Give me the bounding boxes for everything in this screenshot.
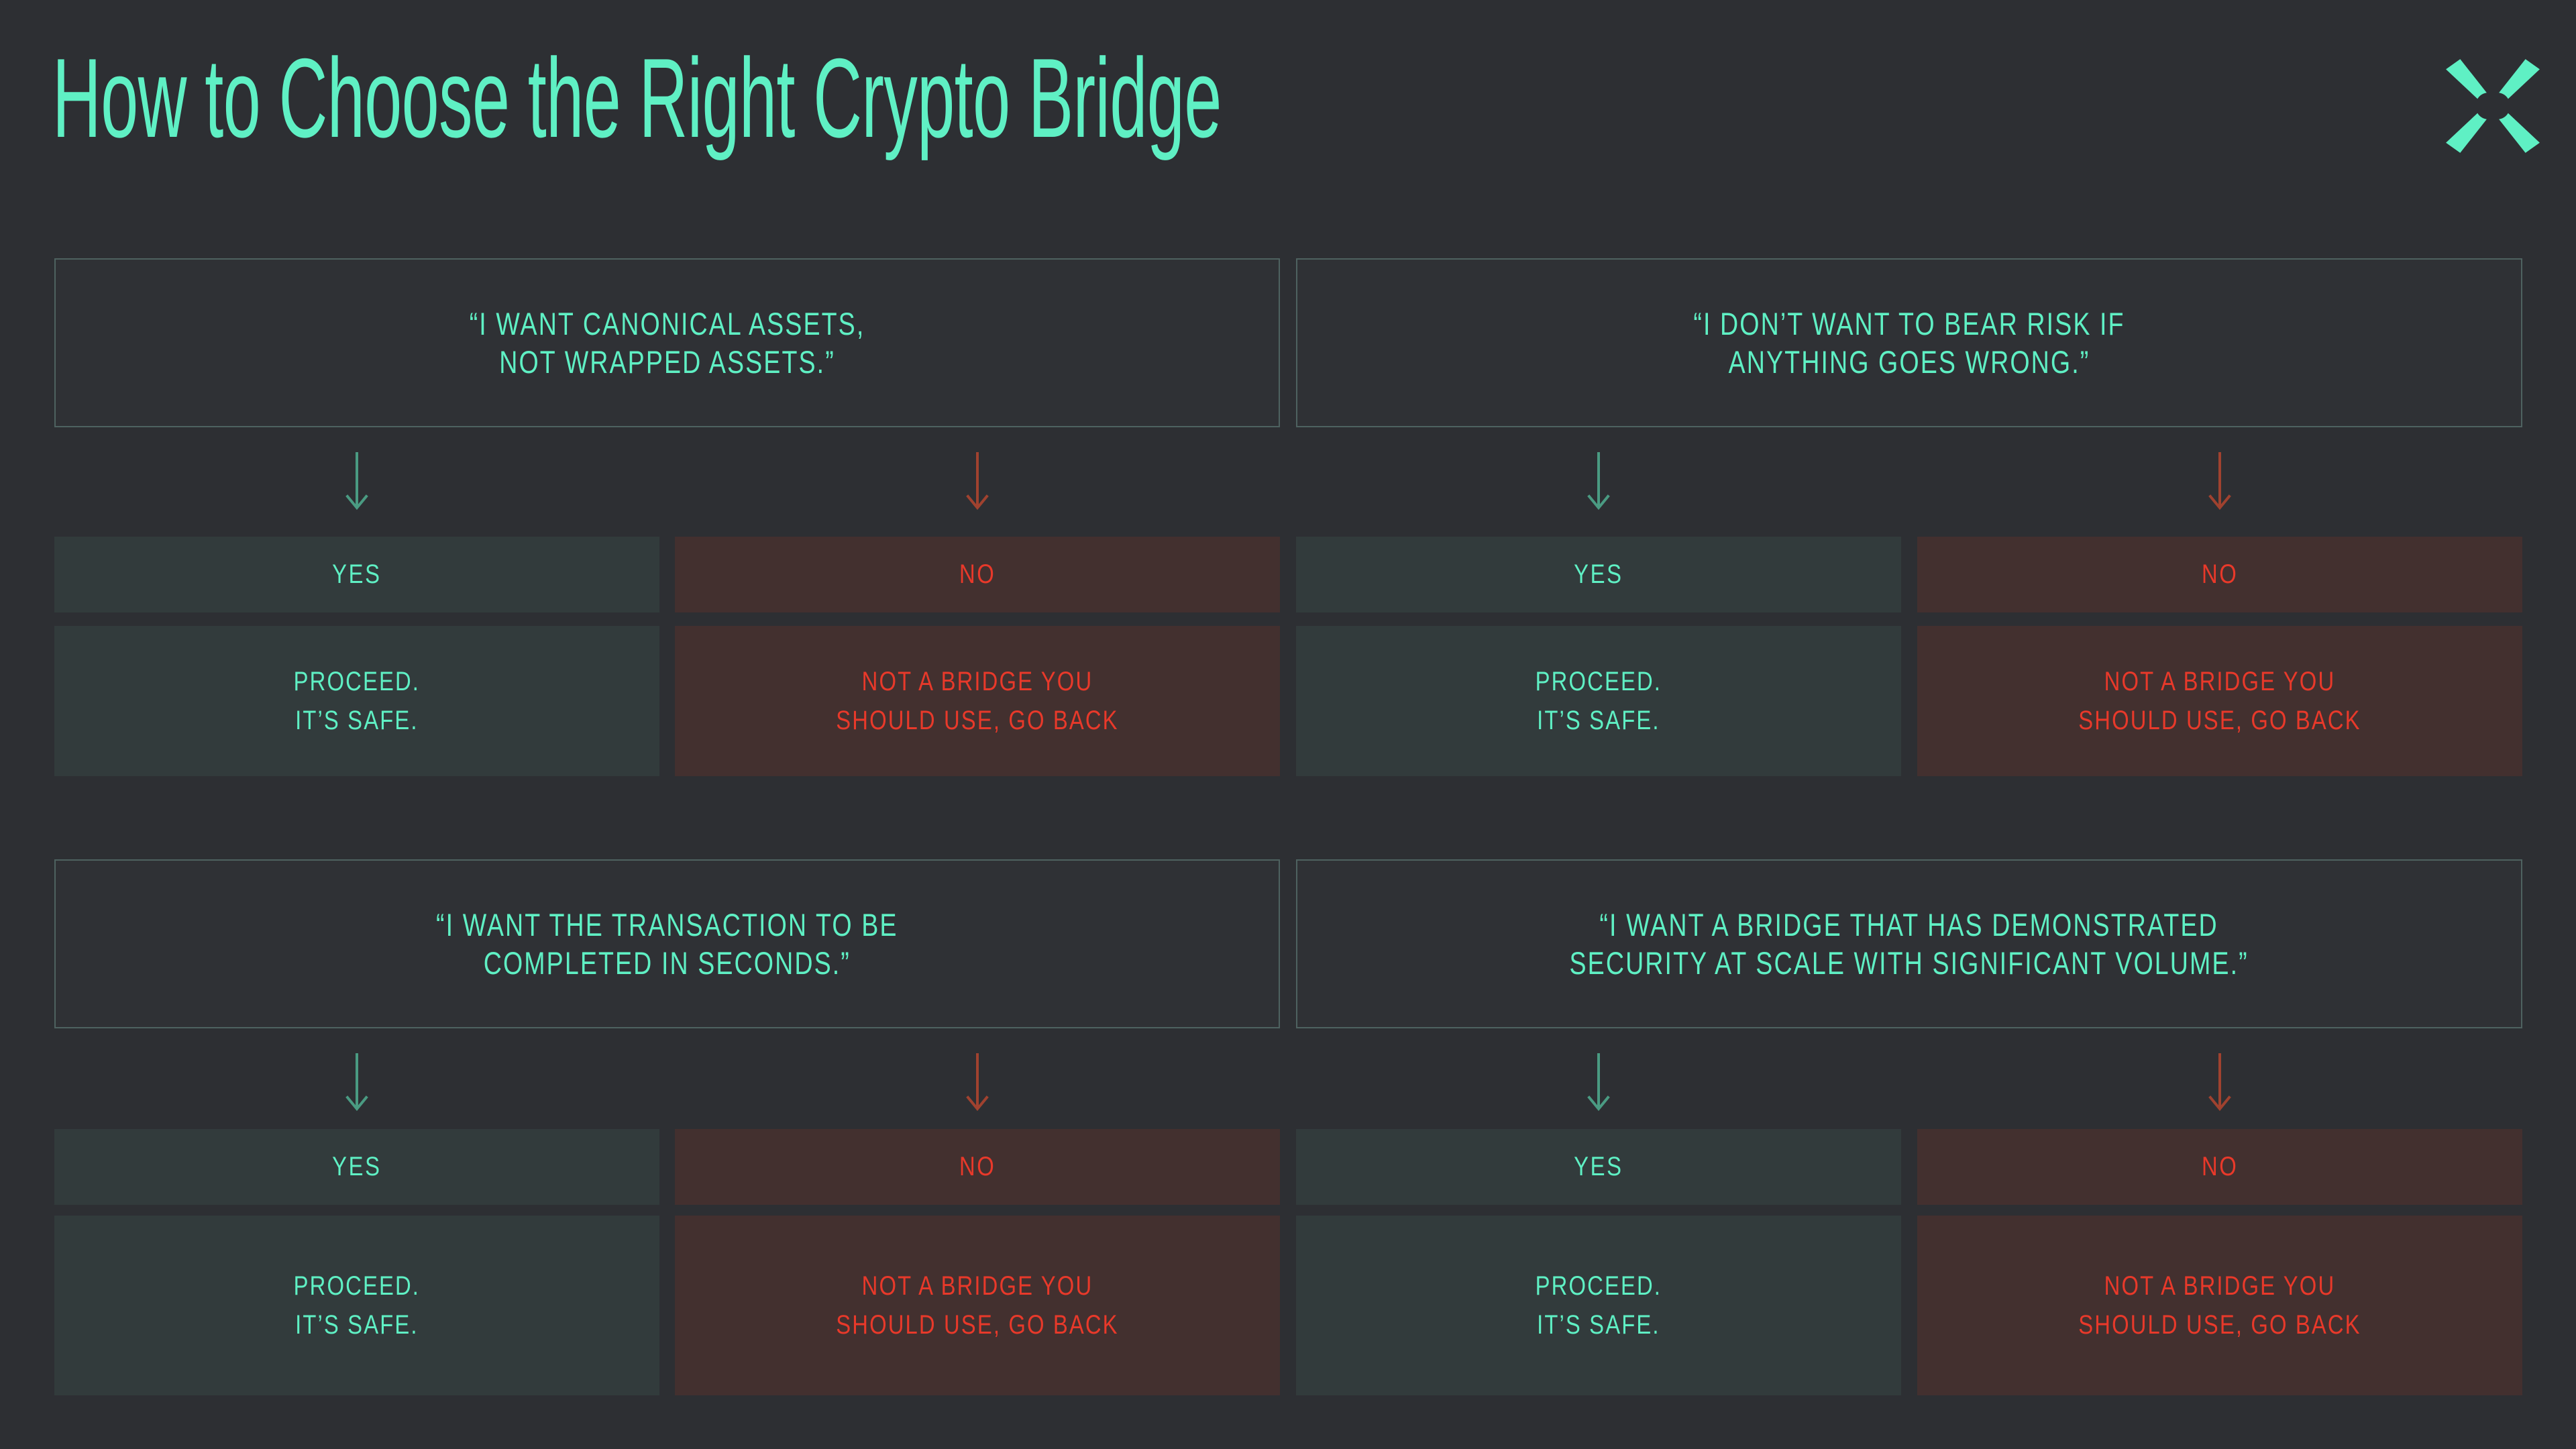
answer-label-text: YES	[1574, 1152, 1623, 1181]
question-card-seconds-completion: “I WANT THE TRANSACTION TO BE COMPLETED …	[54, 859, 1280, 1028]
question-card-demonstrated-security: “I WANT A BRIDGE THAT HAS DEMONSTRATED S…	[1296, 859, 2522, 1028]
arrow-down-no-icon	[2205, 451, 2235, 513]
answer-label-text: YES	[1574, 559, 1623, 589]
outcome-no-canonical-assets: NOT A BRIDGE YOU SHOULD USE, GO BACK	[675, 626, 1280, 776]
answer-label-text: NO	[2201, 1152, 2239, 1181]
answer-yes-demonstrated-security[interactable]: YES	[1296, 1129, 1901, 1205]
x-logo	[2442, 59, 2544, 153]
outcome-text: NOT A BRIDGE YOU SHOULD USE, GO BACK	[2078, 667, 2361, 735]
arrow-down-no-icon	[963, 451, 992, 513]
answer-label-text: NO	[959, 559, 996, 589]
answer-label-text: YES	[332, 1152, 382, 1181]
arrow-down-yes-icon	[1584, 1052, 1613, 1114]
page-title: How to Choose the Right Crypto Bridge	[52, 35, 1222, 161]
outcome-text: PROCEED. IT’S SAFE.	[1535, 1271, 1662, 1340]
outcome-text: PROCEED. IT’S SAFE.	[293, 1271, 421, 1340]
answer-label-text: NO	[2201, 559, 2239, 589]
answer-yes-seconds-completion[interactable]: YES	[54, 1129, 659, 1205]
answer-no-canonical-assets[interactable]: NO	[675, 537, 1280, 612]
question-card-canonical-assets: “I WANT CANONICAL ASSETS, NOT WRAPPED AS…	[54, 258, 1280, 427]
outcome-yes-bear-risk: PROCEED. IT’S SAFE.	[1296, 626, 1901, 776]
arrow-down-no-icon	[963, 1052, 992, 1114]
outcome-text: NOT A BRIDGE YOU SHOULD USE, GO BACK	[2078, 1271, 2361, 1340]
outcome-text: PROCEED. IT’S SAFE.	[1535, 667, 1662, 735]
arrow-down-yes-icon	[342, 1052, 372, 1114]
question-text: “I WANT CANONICAL ASSETS, NOT WRAPPED AS…	[469, 306, 865, 380]
question-text: “I WANT THE TRANSACTION TO BE COMPLETED …	[436, 907, 898, 981]
outcome-text: PROCEED. IT’S SAFE.	[293, 667, 421, 735]
answer-yes-canonical-assets[interactable]: YES	[54, 537, 659, 612]
outcome-text: NOT A BRIDGE YOU SHOULD USE, GO BACK	[836, 667, 1119, 735]
answer-label-text: YES	[332, 559, 382, 589]
outcome-yes-demonstrated-security: PROCEED. IT’S SAFE.	[1296, 1216, 1901, 1395]
outcome-yes-seconds-completion: PROCEED. IT’S SAFE.	[54, 1216, 659, 1395]
arrow-down-yes-icon	[342, 451, 372, 513]
question-text: “I WANT A BRIDGE THAT HAS DEMONSTRATED S…	[1569, 907, 2249, 981]
outcome-no-bear-risk: NOT A BRIDGE YOU SHOULD USE, GO BACK	[1917, 626, 2522, 776]
question-card-bear-risk: “I DON’T WANT TO BEAR RISK IF ANYTHING G…	[1296, 258, 2522, 427]
arrow-down-yes-icon	[1584, 451, 1613, 513]
outcome-yes-canonical-assets: PROCEED. IT’S SAFE.	[54, 626, 659, 776]
answer-no-demonstrated-security[interactable]: NO	[1917, 1129, 2522, 1205]
page-header: How to Choose the Right Crypto Bridge	[0, 0, 2576, 221]
question-text: “I DON’T WANT TO BEAR RISK IF ANYTHING G…	[1693, 306, 2125, 380]
arrow-down-no-icon	[2205, 1052, 2235, 1114]
outcome-no-demonstrated-security: NOT A BRIDGE YOU SHOULD USE, GO BACK	[1917, 1216, 2522, 1395]
answer-no-seconds-completion[interactable]: NO	[675, 1129, 1280, 1205]
answer-no-bear-risk[interactable]: NO	[1917, 537, 2522, 612]
answer-label-text: NO	[959, 1152, 996, 1181]
outcome-text: NOT A BRIDGE YOU SHOULD USE, GO BACK	[836, 1271, 1119, 1340]
answer-yes-bear-risk[interactable]: YES	[1296, 537, 1901, 612]
outcome-no-seconds-completion: NOT A BRIDGE YOU SHOULD USE, GO BACK	[675, 1216, 1280, 1395]
